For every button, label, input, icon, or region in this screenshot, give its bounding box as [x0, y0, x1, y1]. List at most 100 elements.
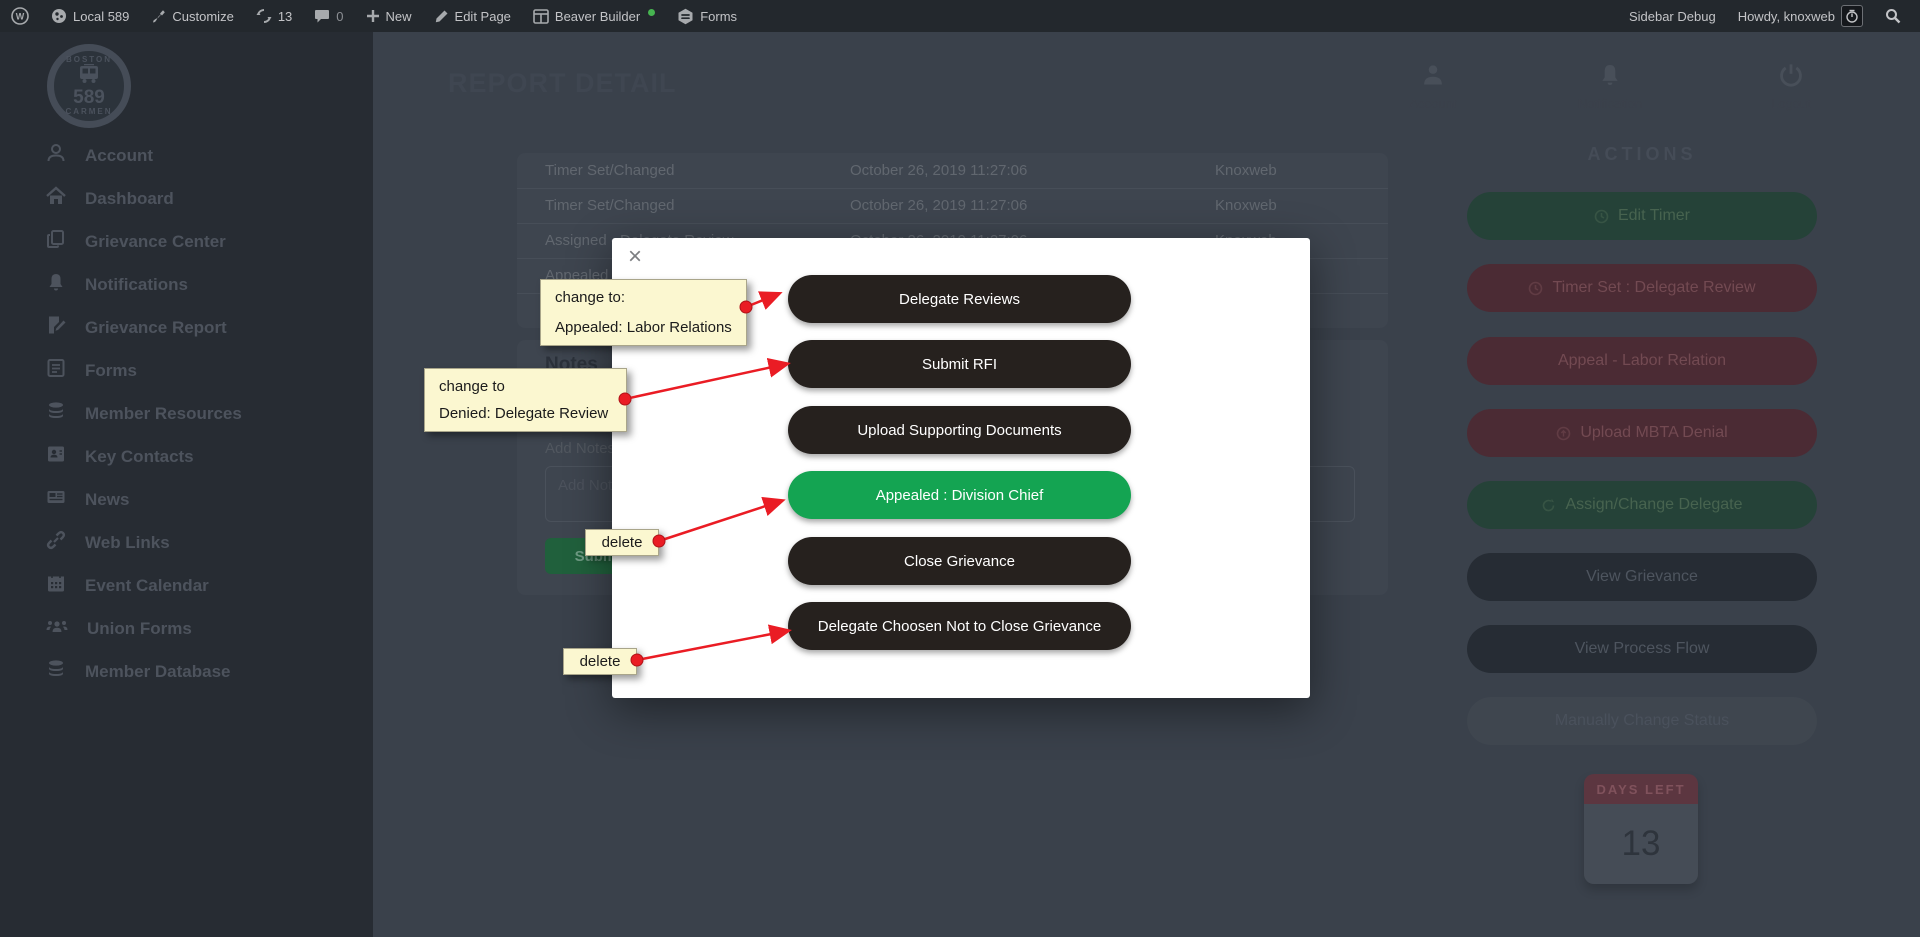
sidebar-item-grievance-center[interactable]: Grievance Center — [0, 220, 373, 263]
updates-menu[interactable]: 13 — [245, 0, 303, 32]
sidebar-item-member-resources[interactable]: Member Resources — [0, 392, 373, 435]
delegate-reviews-button[interactable]: Delegate Reviews — [788, 275, 1131, 323]
add-notes-label: Add Notes — [545, 440, 616, 457]
edit-timer-button[interactable]: Edit Timer — [1467, 192, 1817, 240]
sidebar-item-label: Grievance Report — [85, 317, 227, 337]
admin-search[interactable] — [1874, 0, 1912, 32]
updates-count: 13 — [277, 8, 293, 24]
history-label: Timer Set/Changed — [545, 197, 675, 214]
newspaper-icon — [45, 486, 67, 513]
sidebar-item-label: Notifications — [85, 274, 188, 294]
sidebar-item-news[interactable]: News — [0, 478, 373, 521]
delegate-choosen-not-close-button[interactable]: Delegate Choosen Not to Close Grievance — [788, 602, 1131, 650]
upload-supporting-documents-button[interactable]: Upload Supporting Documents — [788, 406, 1131, 454]
pill-label: Submit RFI — [921, 355, 997, 373]
assign-change-delegate-button[interactable]: Assign/Change Delegate — [1467, 481, 1817, 529]
svg-text:W: W — [16, 12, 25, 22]
sidebar-item-account[interactable]: Account — [0, 134, 373, 177]
pencil-icon — [434, 9, 449, 24]
sidebar-item-notifications[interactable]: Notifications — [0, 263, 373, 306]
history-user: Knoxweb — [1215, 197, 1277, 214]
annotation-note-delete-1: delete — [585, 529, 659, 556]
action-label: Upload MBTA Denial — [1580, 424, 1728, 441]
sidebar-item-forms[interactable]: Forms — [0, 349, 373, 392]
action-label: View Grievance — [1586, 568, 1698, 585]
view-process-flow-button[interactable]: View Process Flow — [1467, 625, 1817, 673]
manually-change-status-button[interactable]: Manually Change Status — [1467, 697, 1817, 745]
comments-menu[interactable]: 0 — [303, 0, 354, 32]
upload-mbta-denial-button[interactable]: Upload MBTA Denial — [1467, 409, 1817, 457]
people-icon — [45, 615, 69, 642]
wordpress-menu[interactable]: W — [0, 0, 40, 32]
note-line: delete — [601, 534, 643, 551]
sidebar-debug-menu[interactable]: Sidebar Debug — [1618, 0, 1727, 32]
bell-icon — [45, 271, 67, 298]
close-grievance-button[interactable]: Close Grievance — [788, 537, 1131, 585]
days-left-widget: DAYS LEFT 13 — [1584, 774, 1698, 884]
edit-page-menu[interactable]: Edit Page — [423, 0, 522, 32]
sidebar-menu: Account Dashboard Grievance Center Notif… — [0, 134, 373, 693]
my-account-menu[interactable]: Howdy, knoxweb — [1727, 0, 1874, 32]
appealed-division-chief-button[interactable]: Appealed : Division Chief — [788, 471, 1131, 519]
site-icon — [51, 8, 67, 24]
beaver-builder-menu[interactable]: Beaver Builder — [522, 0, 666, 32]
comment-bubble-icon — [314, 9, 330, 24]
action-label: View Process Flow — [1574, 640, 1710, 657]
sidebar-item-dashboard[interactable]: Dashboard — [0, 177, 373, 220]
sidebar-item-event-calendar[interactable]: Event Calendar — [0, 564, 373, 607]
sidebar-item-grievance-report[interactable]: Grievance Report — [0, 306, 373, 349]
sidebar-item-member-database[interactable]: Member Database — [0, 650, 373, 693]
new-content-menu[interactable]: New — [355, 0, 423, 32]
sidebar-item-union-forms[interactable]: Union Forms — [0, 607, 373, 650]
history-user: Knoxweb — [1215, 162, 1277, 179]
upload-circle-icon — [1557, 426, 1571, 440]
new-label: New — [385, 8, 412, 24]
sidebar-item-label: Key Contacts — [85, 446, 194, 466]
home-icon — [45, 185, 67, 212]
actions-title: ACTIONS — [1587, 144, 1697, 164]
layout-grid-icon — [533, 8, 549, 24]
logo-number: 589 — [73, 87, 105, 108]
row-divider — [517, 223, 1388, 224]
note-line: change to: — [555, 289, 626, 306]
edit-page-label: Edit Page — [454, 8, 511, 24]
view-grievance-button[interactable]: View Grievance — [1467, 553, 1817, 601]
days-left-value: 13 — [1584, 804, 1698, 884]
header-notification-button[interactable]: Notification — [1565, 62, 1655, 111]
status-modal: × Delegate Reviews Submit RFI Upload Sup… — [612, 238, 1310, 698]
wp-admin-bar: W Local 589 Customize 13 — [0, 0, 1920, 32]
note-line: Appealed: Labor Relations — [555, 319, 732, 336]
refresh-icon — [1543, 498, 1555, 511]
union-logo[interactable]: BOSTON 589 CARMEN — [47, 44, 131, 128]
annotation-note-delete-2: delete — [563, 648, 637, 675]
forms-hexagon-icon — [677, 8, 694, 25]
search-icon — [1885, 8, 1901, 24]
site-menu[interactable]: Local 589 — [40, 0, 140, 32]
row-divider — [517, 188, 1388, 189]
header-account-label: Account — [1409, 96, 1457, 111]
days-left-header: DAYS LEFT — [1584, 774, 1698, 804]
sidebar-item-key-contacts[interactable]: Key Contacts — [0, 435, 373, 478]
note-line: change to — [439, 378, 505, 395]
submit-rfi-button[interactable]: Submit RFI — [788, 340, 1131, 388]
close-icon[interactable]: × — [620, 242, 650, 272]
sidebar-item-web-links[interactable]: Web Links — [0, 521, 373, 564]
brush-icon — [151, 9, 166, 24]
sidebar-item-label: Web Links — [85, 532, 170, 552]
form-icon — [45, 357, 67, 384]
trolley-icon — [76, 63, 102, 88]
timer-set-delegate-review-button[interactable]: Timer Set : Delegate Review — [1467, 264, 1817, 312]
clock-icon — [1529, 281, 1543, 295]
sidebar-item-label: Dashboard — [85, 188, 174, 208]
history-date: October 26, 2019 11:27:06 — [850, 162, 1028, 179]
link-icon — [45, 529, 67, 556]
annotation-note-appealed-labor: change to: Appealed: Labor Relations — [540, 279, 747, 346]
forms-menu[interactable]: Forms — [666, 0, 748, 32]
avatar — [1841, 5, 1863, 27]
header-account-button[interactable]: Account — [1388, 62, 1478, 111]
customize-menu[interactable]: Customize — [140, 0, 244, 32]
pages-icon — [45, 228, 67, 255]
appeal-labor-relation-button[interactable]: Appeal - Labor Relation — [1467, 337, 1817, 385]
header-logout-button[interactable]: Logout — [1746, 62, 1836, 111]
